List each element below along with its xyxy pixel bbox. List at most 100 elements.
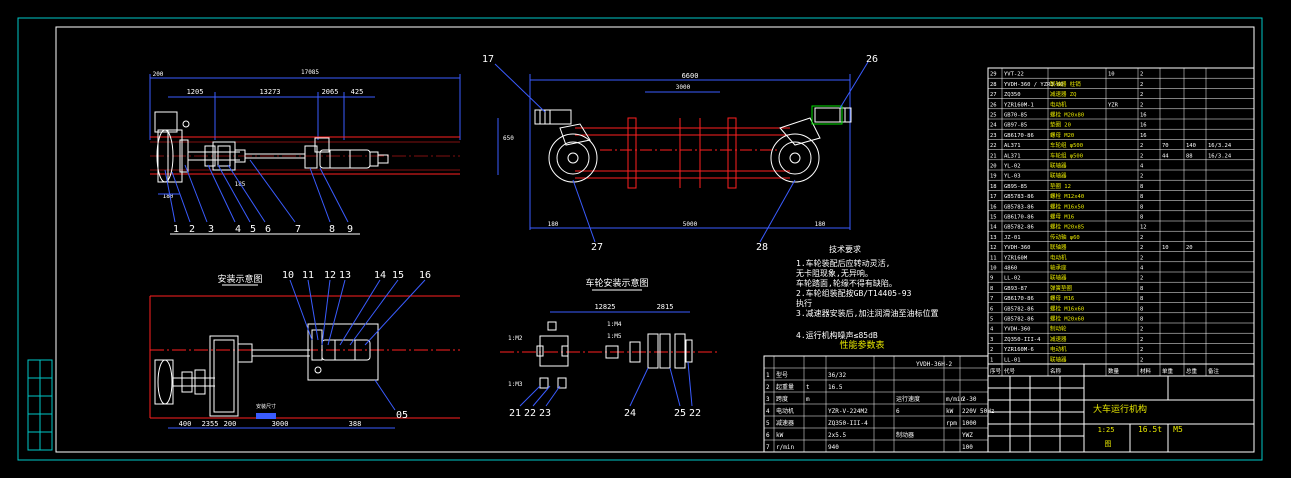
bom-cell: 轴承座 <box>1050 264 1067 272</box>
bom-cell: 减速器 ZQ <box>1050 90 1076 98</box>
bom-cell: GB5783-86 <box>1004 194 1034 200</box>
bom-cell: AL371 <box>1004 153 1021 159</box>
bom-cell: 14 <box>990 225 997 231</box>
balloon-11: 11 <box>302 270 314 281</box>
svg-text:3000: 3000 <box>272 420 289 428</box>
perf-cell: 7 <box>766 444 770 451</box>
bom-cell: 2 <box>1140 92 1143 98</box>
sheet: 图 <box>1105 440 1112 448</box>
bom-cell: 24 <box>990 123 997 129</box>
balloon-5: 5 <box>250 224 256 235</box>
bom-cell: 联轴器 <box>1050 274 1067 282</box>
bom-cell: 5 <box>990 317 993 323</box>
svg-text:1.车轮装配后应转动灵活,: 1.车轮装配后应转动灵活, <box>796 258 890 268</box>
bom-cell: 22 <box>990 143 997 149</box>
left-strip <box>27 359 53 451</box>
bom-cell: 2 <box>1140 102 1143 108</box>
balloon-3: 3 <box>208 224 214 235</box>
bom-cell: YVT-22 <box>1004 72 1024 78</box>
bom-cell: 车轮组 φ500 <box>1050 141 1083 149</box>
bom-cell: GB97-85 <box>1004 123 1027 129</box>
perf-cell: 1000 <box>962 420 977 427</box>
bom-header-cell: 数量 <box>1108 367 1120 375</box>
bom-cell: 44 <box>1162 153 1169 159</box>
scale: 1:25 <box>1098 426 1115 434</box>
svg-text:200: 200 <box>224 420 237 428</box>
bottom-mid-view: 车轮安装示意图 12825 2815 1:M2 1:M3 1:M4 1:M5 <box>500 277 720 419</box>
dim-a: 1205 <box>187 88 204 96</box>
perf-cell: 100 <box>962 444 973 451</box>
bom-cell: 螺栓 M16x50 <box>1050 202 1084 210</box>
bom-cell: 螺母 M16 <box>1050 213 1074 221</box>
bom-cell: 螺栓 M20x85 <box>1050 223 1084 231</box>
bom-header-cell: 名称 <box>1050 367 1062 375</box>
bom-cell: 4 <box>990 327 994 333</box>
bom-cell: 10 <box>1162 245 1169 251</box>
svg-text:车轮踏面,轮缘不得有缺陷。: 车轮踏面,轮缘不得有缺陷。 <box>796 278 897 288</box>
bom-cell: 18 <box>990 184 997 190</box>
perf-cell: 运行速度 <box>896 395 920 403</box>
bom-cell: 联轴器 柱销 <box>1050 80 1081 88</box>
balloon-1: 1 <box>173 224 179 235</box>
bom-cell: 12 <box>990 245 997 251</box>
balloon-13: 13 <box>339 270 351 281</box>
bom-header-cell: 总重 <box>1186 367 1198 375</box>
bom-cell: 6 <box>990 306 993 312</box>
bom-cell: 7 <box>990 296 993 302</box>
bom-cell: 17 <box>990 194 997 200</box>
top-right-view: 6600 3000 <box>482 54 878 253</box>
perf-cell: 36/32 <box>828 372 846 379</box>
perf-cell: 减速器 <box>776 419 794 427</box>
perf-cell: 型号 <box>776 371 788 379</box>
svg-text:2355: 2355 <box>202 420 219 428</box>
bottom-dim-right: 5000 <box>683 221 698 228</box>
svg-text:21: 21 <box>509 408 521 419</box>
bom-cell: GB70-85 <box>1004 113 1027 119</box>
bom-cell: GB6170-86 <box>1004 215 1034 221</box>
bom-cell: YL-02 <box>1004 164 1021 170</box>
svg-text:400: 400 <box>179 420 192 428</box>
tech-notes: 技术要求 1.车轮装配后应转动灵活, 无卡阻现象,无异响。 车轮踏面,轮缘不得有… <box>796 244 938 340</box>
perf-cell: ZQ350-III-4 <box>828 420 868 427</box>
balloon-14: 14 <box>374 270 386 281</box>
bom-cell: 2 <box>990 347 993 353</box>
perf-cell: 1 <box>766 372 770 379</box>
bom-cell: JZ-01 <box>1004 235 1021 241</box>
perf-cell: rpm <box>946 420 957 427</box>
title-block: 大车运行机构 16.5t M5 1:25 图 <box>987 363 1255 453</box>
overall-dim-text: 17085 <box>301 69 319 76</box>
bom-cell: GB5782-86 <box>1004 225 1034 231</box>
svg-text:1:M2: 1:M2 <box>508 335 523 342</box>
bom-header-cell: 单重 <box>1162 367 1174 375</box>
bom-cell: 4 <box>1140 266 1144 272</box>
bom-cell: 25 <box>990 113 997 119</box>
bom-cell: 27 <box>990 92 997 98</box>
bom-cell: 螺母 M20 <box>1050 131 1074 139</box>
svg-text:388: 388 <box>349 420 362 428</box>
bom-cell: 2 <box>1140 347 1143 353</box>
svg-text:2815: 2815 <box>657 303 674 311</box>
perf-cell: 5 <box>766 420 770 427</box>
bom-cell: 联轴器 <box>1050 172 1067 180</box>
top-left-view: 17085 1205 13273 2065 425 200 <box>149 69 461 235</box>
bom-cell: GB5782-86 <box>1004 317 1034 323</box>
svg-text:2.车轮组装配按GB/T14405-93: 2.车轮组装配按GB/T14405-93 <box>796 288 912 298</box>
wheel-install-title: 车轮安装示意图 <box>585 277 648 289</box>
perf-table-title: 性能参数表 <box>839 339 884 351</box>
bom-cell: 16/3.24 <box>1208 143 1232 149</box>
perf-cell: kW <box>946 408 954 415</box>
bom-cell: 2 <box>1140 245 1143 251</box>
bom-cell: ZQ350 <box>1004 92 1021 98</box>
perf-cell: 2-30 <box>962 396 977 403</box>
svg-text:650: 650 <box>503 135 514 142</box>
perf-cell: 940 <box>828 444 839 451</box>
svg-text:22: 22 <box>689 408 701 419</box>
bom-cell: GB95-85 <box>1004 184 1027 190</box>
bom-cell: 16/3.24 <box>1208 153 1232 159</box>
bom-cell: 9 <box>990 276 993 282</box>
svg-text:180: 180 <box>163 193 174 200</box>
bom-header-cell: 代号 <box>1004 367 1016 375</box>
balloon-15: 15 <box>392 270 404 281</box>
